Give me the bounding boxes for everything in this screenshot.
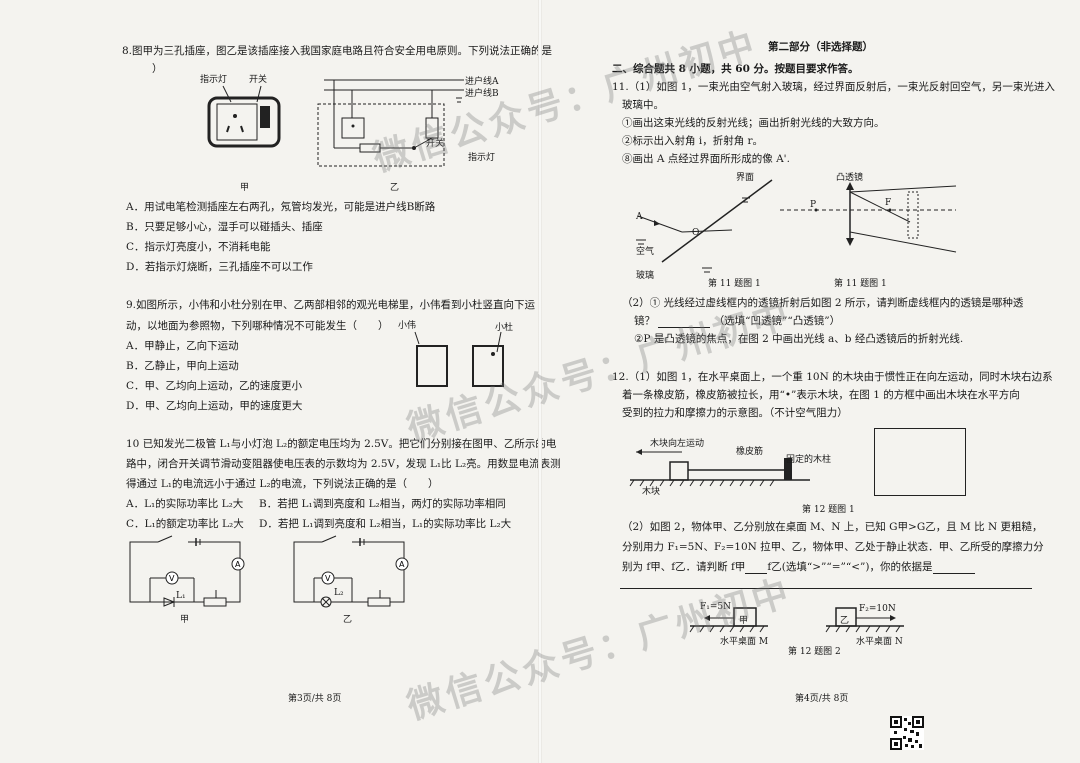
q8-line-b-label: 进户线B — [465, 89, 499, 99]
q12-part2-line-3: 别为 f甲、f乙．请判断 f甲 f乙(选填“>”“=”“<”)，你的依据是 — [622, 560, 975, 574]
q12-part2-line-3b: f乙(选填“>”“=”“<”)，你的依据是 — [767, 561, 933, 573]
q12-fig2-f1: F₁=5N — [700, 602, 731, 612]
q8-stem-end: ） — [152, 63, 163, 75]
q12-fig1-band: 橡皮筋 — [736, 447, 764, 457]
q12-line-3: 受到的拉力和摩擦力的示意图。（不计空气阻力） — [622, 407, 848, 419]
right-page: 第二部分（非选择题） 二、综合题共 8 小题，共 60 分。按题目要求作答。 1… — [540, 0, 1080, 763]
q12-fig2-m: 水平桌面 M — [720, 637, 769, 647]
q8-option-b: B．只要足够小心，湿手可以碰插头、插座 — [126, 221, 323, 233]
section-heading: 二、综合题共 8 小题，共 60 分。按题目要求作答。 — [612, 63, 859, 75]
q11-part2-line-2a: 镜？ — [634, 315, 655, 327]
svg-text:V: V — [325, 574, 331, 583]
q8-caption-jia: 甲 — [240, 183, 250, 193]
q11-fig1-air: 空气 — [636, 247, 655, 257]
q10-circuit-jia: A V — [129, 535, 245, 607]
q11-line-2: 玻璃中。 — [622, 99, 664, 111]
q10-fig-l1: L₁ — [176, 591, 186, 601]
q10-fig-l2: L₂ — [334, 588, 344, 598]
q12-part2-line-2: 分别用力 F₁=5N、F₂=10N 拉甲、乙，物体甲、乙处于静止状态．甲、乙所受… — [622, 541, 1044, 553]
q9-stem-1: 9.如图所示，小伟和小杜分别在甲、乙两部相邻的观光电梯里，小伟看到小杜竖直向下运 — [126, 299, 536, 311]
q11-lens-answer-blank[interactable] — [658, 317, 711, 328]
q9-option-b: B．乙静止，甲向上运动 — [126, 360, 239, 372]
q8-option-d: D．若指示灯烧断，三孔插座不可以工作 — [126, 261, 313, 273]
right-page-number: 第4页/共 8页 — [795, 694, 849, 704]
q8-stem: 8.图甲为三孔插座，图乙是该插座接入我国家庭电路且符合安全用电原则。下列说法正确… — [122, 45, 553, 57]
q11-fig1-glass: 玻璃 — [636, 271, 655, 281]
q12-reason-blank-2[interactable] — [620, 588, 1032, 589]
svg-text:A: A — [235, 560, 241, 569]
q12-line-2: 着一条橡皮筋，橡皮筋被拉长，用“•”表示木块，在图 1 的方框中画出木块在水平方… — [622, 389, 1020, 401]
q10-option-a: A．L₁的实际功率比 L₂大 — [126, 498, 244, 510]
q8-line-a-label: 进户线A — [465, 77, 499, 87]
q10-option-d: D．若把 L₁调到亮度和 L₂相当，L₁的实际功率比 L₂大 — [259, 518, 512, 530]
q11-part2-line-2: 镜？ （选填“凹透镜”“凸透镜”） — [634, 314, 840, 328]
q9-option-c: C．甲、乙均向上运动，乙的速度更小 — [126, 380, 303, 392]
q10-circuit-yi: A V — [293, 535, 409, 608]
svg-text:A: A — [399, 560, 405, 569]
q11-fig1-o: O — [692, 228, 700, 238]
q11-fig2-caption: 第 11 题图 1 — [834, 279, 887, 289]
q11-sub-3: ⑧画出 A 点经过界面所形成的像 A'. — [622, 153, 790, 165]
q11-fig1-a: A — [636, 212, 643, 222]
q12-fig1-caption: 第 12 题图 1 — [802, 505, 855, 515]
q12-fig2-jia: 甲 — [739, 616, 749, 626]
q11-fig2-lens — [780, 182, 957, 253]
svg-text:V: V — [169, 574, 175, 583]
q9-elevator-figure — [414, 331, 504, 387]
q11-sub-2: ②标示出入射角 i，折射角 r。 — [622, 135, 764, 147]
q11-part2-line-2b: （选填“凹透镜”“凸透镜”） — [713, 315, 841, 327]
q12-part2-line-1: （2）如图 2，物体甲、乙分别放在桌面 M、N 上，已知 G甲>G乙，且 M 比… — [622, 521, 1043, 533]
q8-caption-yi: 乙 — [390, 183, 400, 193]
q8-option-a: A．用试电笔检测插座左右两孔，氖管均发光，可能是进户线B断路 — [126, 201, 436, 213]
q9-stem-2: 动，以地面为参照物，下列哪种情况不可能发生（ ） — [126, 320, 389, 332]
q12-answer-box[interactable] — [874, 428, 966, 496]
q12-part2-line-3a: 别为 f甲、f乙．请判断 f甲 — [622, 561, 746, 573]
q9-xiaowei-label: 小伟 — [398, 321, 417, 331]
q12-fig1-motion: 木块向左运动 — [650, 439, 705, 449]
q11-sub-1: ①画出这束光线的反射光线；画出折射光线的大致方向。 — [622, 117, 885, 129]
qr-code-icon — [890, 716, 924, 750]
q11-fig2-f: F — [885, 198, 892, 208]
q12-fig2-n: 水平桌面 N — [856, 637, 903, 647]
q11-fig1-interface: 界面 — [736, 173, 755, 183]
q11-fig1-caption: 第 11 题图 1 — [708, 279, 761, 289]
q12-reason-blank-1[interactable] — [932, 563, 975, 574]
q10-caption-jia: 甲 — [180, 615, 190, 625]
q11-fig2-lens-label: 凸透镜 — [836, 173, 864, 183]
q12-fig1-post: 固定的木柱 — [786, 455, 832, 465]
q12-fig2 — [689, 607, 904, 633]
q9-option-a: A．甲静止，乙向下运动 — [126, 340, 239, 352]
q8-circuit-figure — [317, 79, 464, 167]
left-page: 8.图甲为三孔插座，图乙是该插座接入我国家庭电路且符合安全用电原则。下列说法正确… — [122, 45, 561, 704]
q8-yi-indicator-label: 指示灯 — [468, 153, 496, 163]
q11-part2-line-1: （2）① 光线经过虚线框内的透镜折射后如图 2 所示，请判断虚线框内的透镜是哪种… — [622, 297, 1024, 309]
q11-fig1-refraction — [636, 179, 773, 273]
left-page-number: 第3页/共 8页 — [288, 694, 342, 704]
q10-stem-2: 路中，闭合开关调节滑动变阻器使电压表的示数均为 2.5V，发现 L₁比 L₂亮。… — [126, 458, 561, 470]
q10-option-c: C．L₁的额定功率比 L₂大 — [126, 518, 244, 530]
q12-fig2-caption: 第 12 题图 2 — [788, 647, 841, 657]
q12-line-1: 12.（1）如图 1，在水平桌面上，一个重 10N 的木块由于惯性正在向左运动，… — [612, 371, 1053, 383]
q12-fig2-yi: 乙 — [840, 616, 850, 626]
q8-switch-label: 开关 — [249, 75, 268, 85]
page-fold — [538, 0, 542, 763]
q9-option-d: D．甲、乙均向上运动，甲的速度更大 — [126, 400, 303, 412]
q11-part2-line-3: ②P 是凸透镜的焦点，在图 2 中画出光线 a、b 经凸透镜后的折射光线. — [634, 333, 964, 345]
q10-caption-yi: 乙 — [343, 615, 353, 625]
q8-yi-switch-label: 开关 — [426, 139, 445, 149]
q12-fig1-block-label: 木块 — [642, 487, 661, 497]
q10-option-b: B．若把 L₁调到亮度和 L₂相当，两灯的实际功率相同 — [259, 498, 506, 510]
q11-line-1: 11.（1）如图 1，一束光由空气射入玻璃，经过界面反射后，一束光反射回空气，另… — [612, 81, 1055, 93]
q10-stem-3: 得通过 L₁的电流远小于通过 L₂的电流，下列说法正确的是（ ） — [126, 478, 439, 490]
q8-option-c: C．指示灯亮度小，不消耗电能 — [126, 241, 271, 253]
q12-fig1-block — [629, 449, 810, 487]
q12-fig2-f2: F₂=10N — [859, 604, 896, 614]
q11-fig2-p: P — [810, 200, 817, 210]
q8-indicator-label: 指示灯 — [200, 75, 228, 85]
q9-xiaodu-label: 小杜 — [495, 323, 514, 333]
part-title: 第二部分（非选择题） — [768, 41, 873, 53]
q8-socket-figure — [207, 85, 281, 148]
q12-compare-blank[interactable] — [745, 563, 768, 574]
q10-stem-1: 10 已知发光二极管 L₁与小灯泡 L₂的额定电压均为 2.5V。把它们分别接在… — [126, 438, 557, 450]
